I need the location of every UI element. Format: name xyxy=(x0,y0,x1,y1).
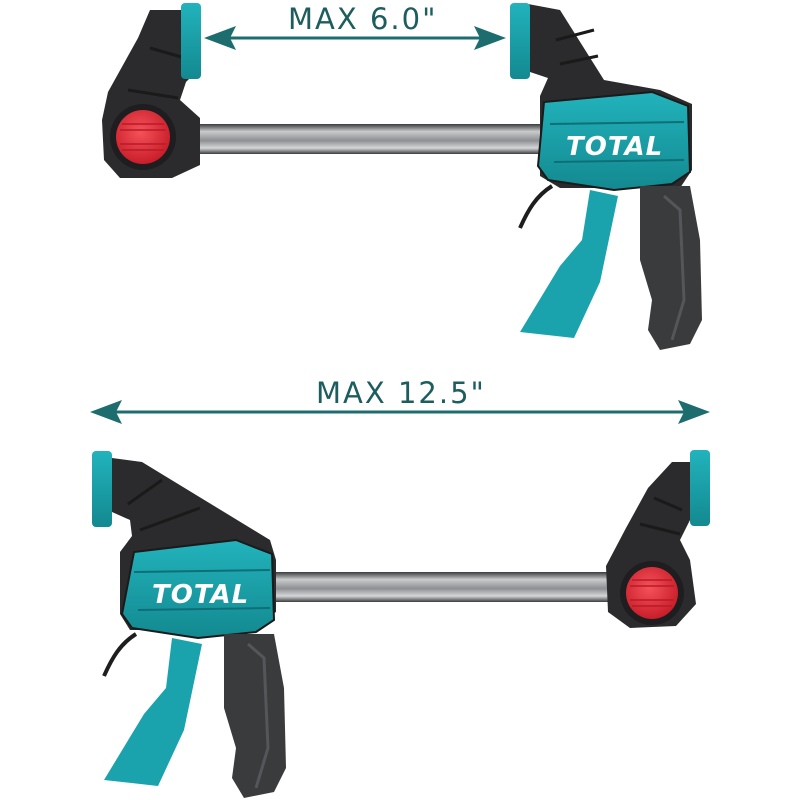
steel-bar xyxy=(150,124,550,154)
grip-handle xyxy=(640,186,702,350)
brand-logo-bottom: TOTAL xyxy=(152,580,249,610)
release-button xyxy=(116,110,170,164)
jaw-pad-left xyxy=(92,451,112,527)
steel-bar xyxy=(250,572,650,602)
max-opening-label-bottom: MAX 12.5" xyxy=(316,376,486,410)
dimension-arrow-top xyxy=(204,26,506,50)
clamp-top: TOTAL xyxy=(102,3,702,350)
dimension-arrow-bottom xyxy=(90,400,710,424)
clamp-bottom: TOTAL xyxy=(90,400,710,798)
tail-jaw xyxy=(606,450,710,628)
jaw-pad-right xyxy=(510,3,530,79)
tail-jaw xyxy=(102,3,201,178)
jaw-pad-left xyxy=(181,3,201,79)
release-button xyxy=(626,567,678,619)
head-jaw-top: TOTAL xyxy=(510,3,702,350)
brand-logo-top: TOTAL xyxy=(566,132,663,162)
grip-handle xyxy=(224,634,286,798)
head-jaw-bottom: TOTAL xyxy=(92,451,286,798)
trigger xyxy=(520,190,618,338)
max-opening-label-top: MAX 6.0" xyxy=(288,2,438,36)
trigger xyxy=(104,638,202,786)
jaw-pad-right xyxy=(690,450,710,526)
